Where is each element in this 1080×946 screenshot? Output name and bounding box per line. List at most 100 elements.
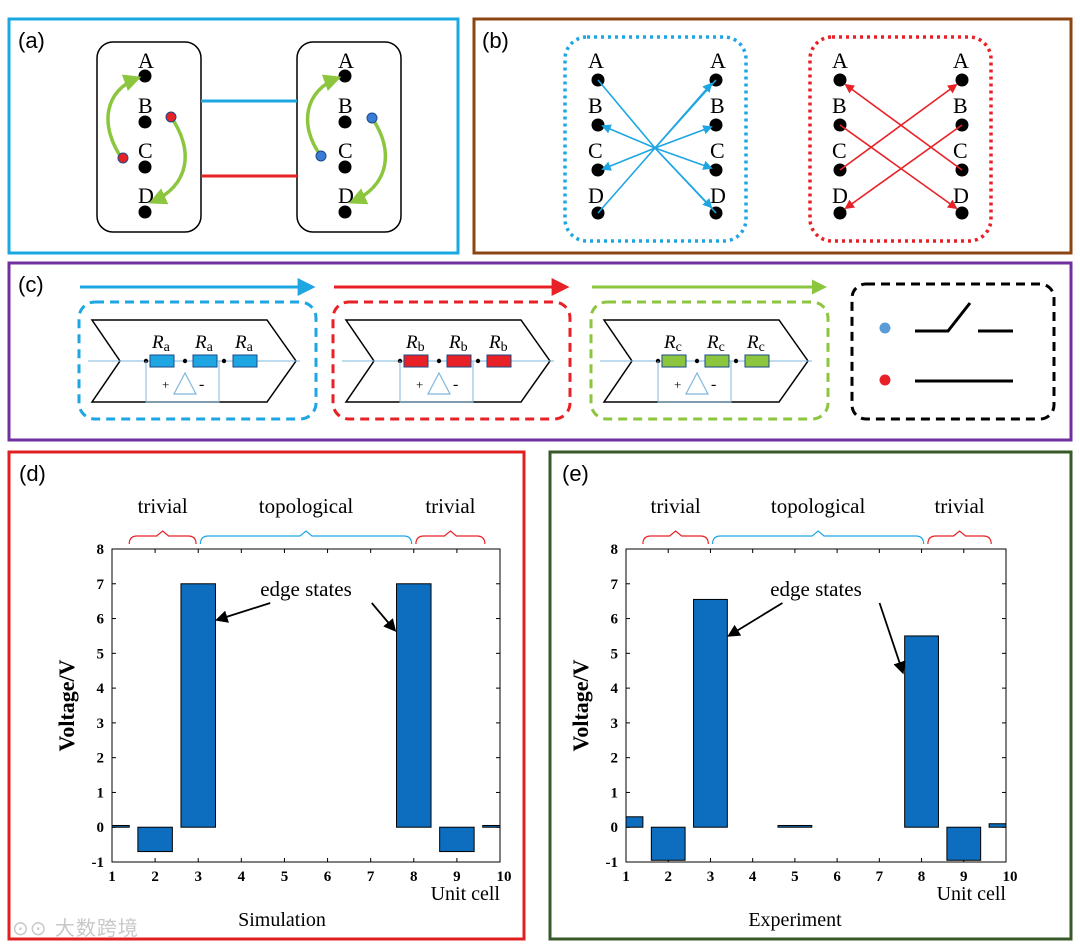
node-label-c: C: [832, 138, 847, 163]
feedback-wire: [399, 361, 474, 403]
junction-dot: [475, 358, 481, 364]
circuit-box: [77, 300, 318, 421]
resistor-label: Ra: [194, 332, 214, 355]
cell-right: [296, 41, 402, 233]
x-tick-label: 10: [497, 869, 512, 885]
y-tick-label: 4: [611, 681, 619, 697]
annotation-arrow: [371, 602, 397, 632]
node-label-c: C: [710, 138, 725, 163]
coupling-arrow: [654, 82, 713, 149]
region-label: trivial: [651, 494, 701, 518]
x-tick-label: 9: [453, 869, 461, 885]
closed-switch-marker: [879, 374, 891, 386]
opamp-plus: +: [674, 377, 681, 392]
y-tick-label: 3: [97, 716, 105, 732]
resistor-label: Rc: [706, 332, 725, 355]
node-label-b: B: [588, 93, 603, 118]
opamp-minus: -: [711, 376, 716, 393]
chart-caption: Simulation: [238, 909, 326, 931]
region-bracket: [128, 530, 197, 545]
x-tick-label: 8: [410, 869, 418, 885]
x-tick-label: 3: [707, 869, 715, 885]
node-label-a: A: [588, 48, 604, 73]
cell-right-nodes: A B C D: [305, 48, 388, 219]
x-tick-label: 6: [833, 869, 841, 885]
node-label-d: D: [953, 183, 969, 208]
closed-switch-marker: [117, 152, 129, 164]
bar: [904, 635, 939, 828]
y-tick-label: 8: [611, 542, 619, 558]
resistor-a: [149, 354, 175, 368]
resistor-subscript: a: [247, 340, 254, 355]
panel-b: (b) A B C D A B C D: [472, 17, 1073, 255]
region-label: trivial: [425, 494, 475, 518]
region-label: trivial: [138, 494, 188, 518]
y-tick-label: 1: [97, 785, 105, 801]
y-tick-label: -1: [606, 855, 619, 871]
resistor-label: Rb: [448, 332, 468, 355]
y-tick-label: 0: [97, 820, 105, 836]
node-label-b: B: [832, 93, 847, 118]
x-tick-label: 9: [960, 869, 968, 885]
bar: [137, 826, 173, 853]
coupling-arrow: [654, 147, 713, 209]
panel-a-tag: (a): [18, 28, 45, 53]
y-axis-label: Voltage/V: [54, 659, 79, 751]
node-a-dot: [138, 69, 152, 83]
resistor-c: [744, 354, 770, 368]
node-label-d: D: [338, 183, 354, 208]
resistor-subscript: b: [418, 340, 425, 355]
resistor-subscript: b: [461, 340, 468, 355]
chart-caption: Experiment: [748, 909, 842, 931]
node-label-c: C: [138, 138, 153, 163]
panel-a-border: [7, 17, 460, 255]
cell-left-nodes: A B C D: [106, 48, 187, 219]
x-tick-label: 5: [281, 869, 289, 885]
feedback-wire: [145, 361, 220, 403]
resistor-label: Ra: [234, 332, 254, 355]
coupling-arrow-c-to-a: [305, 74, 342, 158]
node-label-d: D: [138, 183, 154, 208]
node-d-dot: [833, 206, 847, 220]
y-tick-label: 5: [97, 646, 105, 662]
panel-b-tag: (b): [482, 28, 509, 53]
node-label-c: C: [588, 138, 603, 163]
junction-dot: [436, 358, 442, 364]
opamp-symbol: [427, 371, 451, 395]
resistor-b: [403, 354, 429, 368]
x-tick-label: 2: [664, 869, 672, 885]
region-bracket: [711, 530, 925, 545]
opamp-symbol: [685, 371, 709, 395]
cell-left: [96, 41, 202, 233]
coupling-line: [597, 79, 656, 149]
y-axis-label: Voltage/V: [568, 659, 593, 751]
node-a-dot: [338, 69, 352, 83]
node-b-dot: [591, 118, 605, 132]
y-tick-label: 7: [97, 577, 105, 593]
node-d-dot: [138, 205, 152, 219]
resistor-b: [446, 354, 472, 368]
node-b-dot: [709, 118, 723, 132]
plot-area: [111, 548, 501, 863]
y-tick-label: 2: [97, 751, 105, 767]
y-tick-label: 7: [611, 577, 619, 593]
x-tick-label: 1: [108, 869, 116, 885]
circuit-box: [331, 300, 572, 421]
node-c-dot: [138, 160, 152, 174]
y-tick-label: 1: [611, 785, 619, 801]
resistor-subscript: a: [164, 340, 171, 355]
node-c-dot: [338, 160, 352, 174]
coupling-arrow: [601, 147, 656, 171]
red-coupling-group: [808, 35, 993, 243]
node-label-c: C: [953, 138, 968, 163]
region-label: topological: [771, 494, 866, 518]
node-d-dot: [955, 206, 969, 220]
watermark: ⊙⊙ 大数跨境: [12, 916, 139, 940]
coupling-arrow-b-to-d: [839, 124, 958, 210]
node-label-b: B: [953, 93, 968, 118]
